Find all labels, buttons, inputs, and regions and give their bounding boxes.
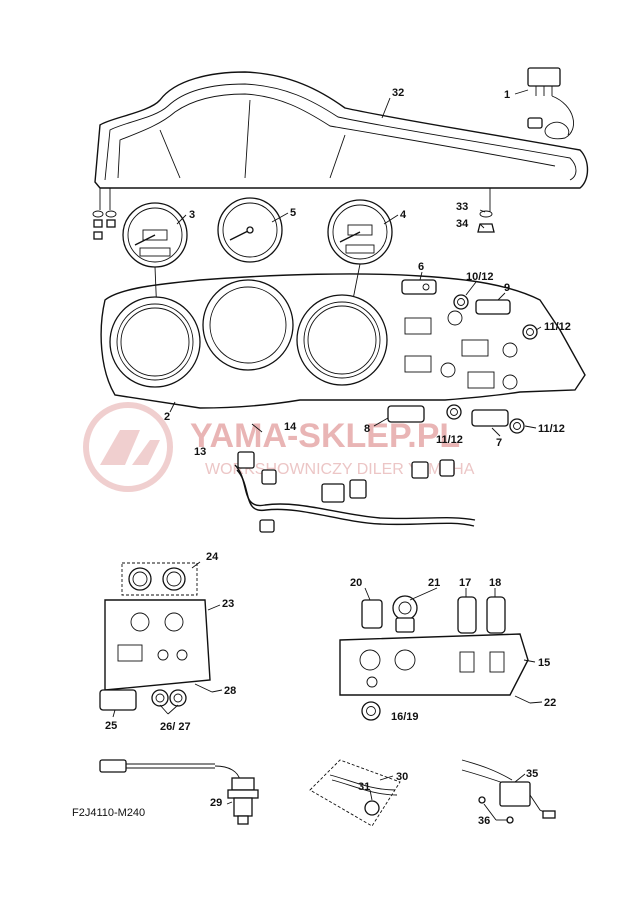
diagram-code: F2J4110-M240 — [72, 807, 145, 819]
watermark-logo — [83, 402, 173, 492]
dash-cover — [94, 71, 589, 212]
callout-16-19: 16/19 — [391, 711, 419, 723]
callout-7: 7 — [496, 437, 502, 449]
callout-15: 15 — [538, 657, 550, 669]
callout-11-12-top: 11/12 — [544, 321, 571, 333]
right-subpanel — [339, 595, 531, 721]
callout-13: 13 — [194, 446, 206, 458]
callout-14: 14 — [284, 421, 297, 433]
callout-24: 24 — [206, 551, 219, 563]
callout-18: 18 — [489, 577, 501, 589]
gauge-tachometer — [122, 202, 188, 268]
callout-3: 3 — [189, 209, 195, 221]
part-key-switch-30 — [309, 759, 401, 827]
callout-20: 20 — [350, 577, 362, 589]
callout-17: 17 — [459, 577, 471, 589]
wire-harness — [234, 423, 476, 533]
callout-34: 34 — [456, 218, 469, 230]
watermark-title: YAMA-SKLEP.PL — [190, 417, 460, 455]
callout-29: 29 — [210, 797, 222, 809]
fasteners-top — [92, 210, 495, 240]
callout-21: 21 — [428, 577, 440, 589]
gauge-speedometer — [217, 197, 283, 263]
callout-30: 30 — [396, 771, 408, 783]
callout-6: 6 — [418, 261, 424, 273]
gauge-multifunction — [327, 199, 393, 265]
instrument-panel — [100, 273, 586, 409]
leader-lines — [112, 89, 543, 821]
callout-32: 32 — [392, 87, 404, 99]
watermark: YAMA-SKLEP.PL WORKSHOWNICZY DILER YAMAHA — [83, 402, 475, 492]
callout-10-12: 10/12 — [466, 271, 494, 283]
callout-36: 36 — [478, 815, 490, 827]
callout-33: 33 — [456, 201, 468, 213]
callout-25: 25 — [105, 720, 117, 732]
part-connector-1 — [527, 67, 574, 140]
callout-2: 2 — [164, 411, 170, 423]
callout-11-12-mid: 11/12 — [436, 434, 463, 446]
callout-labels: 32 1 3 5 4 33 34 6 10/12 9 11/12 2 14 8 … — [105, 87, 571, 827]
part-sensor-29 — [99, 759, 259, 825]
callout-23: 23 — [222, 598, 234, 610]
callout-26-27: 26/ 27 — [160, 721, 191, 733]
callout-31: 31 — [358, 781, 370, 793]
callout-4: 4 — [400, 209, 407, 221]
callout-22: 22 — [544, 697, 556, 709]
callout-5: 5 — [290, 207, 296, 219]
switches-panel — [387, 279, 538, 434]
callout-35: 35 — [526, 768, 538, 780]
callout-8: 8 — [364, 423, 370, 435]
part-module-35 — [461, 759, 556, 824]
callout-28: 28 — [224, 685, 236, 697]
callout-1: 1 — [504, 89, 510, 101]
callout-11-12-right: 11/12 — [538, 423, 565, 435]
left-subpanel — [99, 562, 213, 711]
callout-9: 9 — [504, 282, 510, 294]
